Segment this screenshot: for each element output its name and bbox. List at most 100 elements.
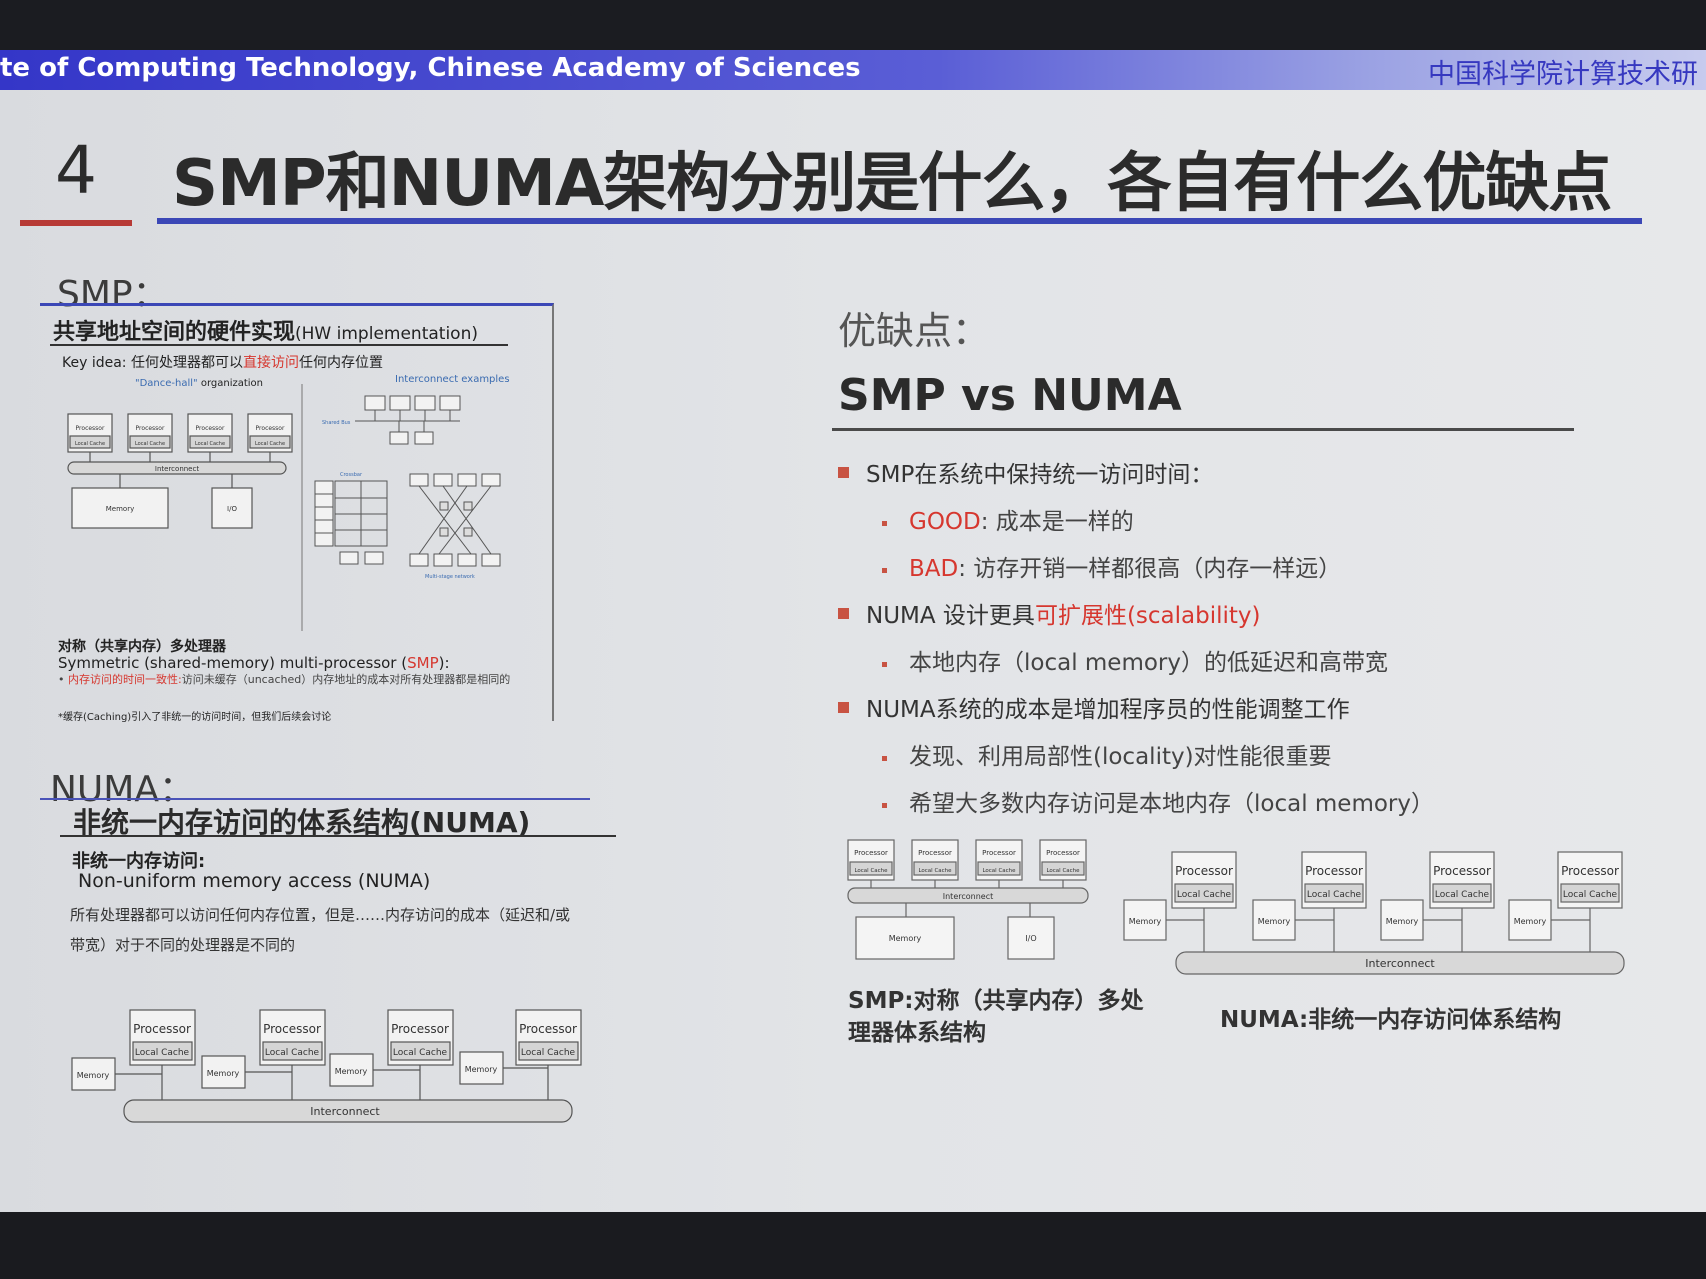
- slide-title-underline: [157, 218, 1642, 224]
- header-banner: te of Computing Technology, Chinese Acad…: [0, 50, 1706, 90]
- bullet-marker: [838, 702, 849, 713]
- right-smp-cache-label: Local Cache: [854, 868, 888, 874]
- bullet-local-memory: 本地内存（local memory）的低延迟和高带宽: [882, 643, 1388, 677]
- bullet-marker: [882, 521, 887, 526]
- multistage-label: Multi-stage network: [425, 574, 475, 580]
- right-numa-interconnect-label: Interconnect: [1365, 957, 1435, 970]
- smp-processors: [67, 413, 293, 453]
- bullet-good: GOOD: 成本是一样的: [882, 502, 1134, 536]
- bullet-marker: [882, 568, 887, 573]
- smp-figure-diagram: Processor Processor Processor Processor …: [67, 384, 501, 631]
- right-numa-cache-label: Local Cache: [1563, 890, 1618, 900]
- right-smp-proc-label: Processor: [982, 849, 1016, 857]
- smp-caption-zh: 对称（共享内存）多处理器: [58, 639, 226, 655]
- smp-cache-label: Local Cache: [135, 441, 165, 447]
- bottom-dark-frame: [0, 1212, 1706, 1279]
- slide-number-underline: [20, 220, 132, 226]
- smp-figure: 共享地址空间的硬件实现(HW implementation) Key idea:…: [40, 303, 554, 723]
- numa-proc-label: Processor: [519, 1022, 577, 1036]
- right-numa-cache-label: Local Cache: [1177, 890, 1232, 900]
- bullet-marker: [838, 467, 849, 478]
- right-smp-diagram: Processor Processor Processor Processor …: [847, 839, 1089, 960]
- bullet-marker: [882, 662, 887, 667]
- banner-institute-en: te of Computing Technology, Chinese Acad…: [0, 53, 861, 83]
- numa-cache-label: Local Cache: [393, 1048, 448, 1058]
- bullet-locality: 发现、利用局部性(locality)对性能很重要: [882, 737, 1332, 771]
- right-smp-proc-label: Processor: [918, 849, 952, 857]
- smp-key-idea: Key idea: 任何处理器都可以直接访问任何内存位置: [62, 355, 383, 371]
- smp-vs-numa-underline: [832, 428, 1574, 431]
- right-smp-interconnect-bar: [847, 887, 1089, 904]
- numa-proc-label: Processor: [263, 1022, 321, 1036]
- bullet-marker: [882, 756, 887, 761]
- smp-label: SMP：: [57, 274, 169, 315]
- smp-interconnect-bar: [67, 461, 287, 475]
- slide: te of Computing Technology, Chinese Acad…: [0, 50, 1706, 1212]
- slide-number: 4: [55, 132, 97, 209]
- slide-title: SMP和NUMA架构分别是什么，各自有什么优缺点: [172, 147, 1612, 221]
- right-smp-cache-label: Local Cache: [1046, 868, 1080, 874]
- smp-interconnect-label: Interconnect: [155, 465, 199, 473]
- numa-memory-label: Memory: [465, 1065, 498, 1074]
- right-numa-cache-label: Local Cache: [1307, 890, 1362, 900]
- right-numa-proc-label: Processor: [1561, 864, 1619, 878]
- numa-description: 所有处理器都可以访问任何内存位置，但是……内存访问的成本（延迟和/或带宽）对于不…: [70, 906, 571, 954]
- numa-memory-label: Memory: [207, 1069, 240, 1078]
- right-numa-cache-label: Local Cache: [1435, 890, 1490, 900]
- right-numa-memory-label: Memory: [1129, 917, 1162, 926]
- numa-interconnect-label: Interconnect: [310, 1105, 380, 1118]
- right-numa-interconnect-bar: [1175, 951, 1625, 975]
- interconnect-examples-label: Interconnect examples: [395, 374, 510, 385]
- smp-proc-label: Processor: [256, 425, 285, 432]
- right-smp-memory-box: [855, 916, 955, 960]
- right-smp-io-label: I/O: [1025, 934, 1036, 943]
- numa-subtitle-en: Non-uniform memory access (NUMA): [78, 870, 431, 892]
- smp-footnote: *缓存(Caching)引入了非统一的访问时间，但我们后续会讨论: [58, 712, 332, 723]
- top-dark-frame: [0, 0, 1706, 50]
- right-numa-memory-label: Memory: [1258, 917, 1291, 926]
- numa-figure-diagram: Processor Processor Processor Processor …: [71, 1009, 582, 1123]
- right-smp-interconnect-label: Interconnect: [943, 892, 994, 901]
- smp-figure-title: 共享地址空间的硬件实现(HW implementation): [53, 320, 478, 345]
- smp-cache-label: Local Cache: [195, 441, 225, 447]
- smp-memory-label: Memory: [106, 505, 134, 513]
- smp-proc-label: Processor: [76, 425, 105, 432]
- right-smp-caption: SMP:对称（共享内存）多处理器体系结构: [848, 988, 1144, 1046]
- banner-institute-zh: 中国科学院计算技术研: [1428, 59, 1698, 90]
- smp-io-box: [211, 487, 253, 529]
- numa-cache-label: Local Cache: [521, 1048, 576, 1058]
- smp-figure-title-rule: [50, 344, 508, 346]
- smp-cache-label: Local Cache: [255, 441, 285, 447]
- smp-proc-label: Processor: [136, 425, 165, 432]
- numa-memory-label: Memory: [335, 1067, 368, 1076]
- right-numa-proc-label: Processor: [1433, 864, 1491, 878]
- pros-cons-label: 优缺点：: [838, 309, 991, 353]
- smp-caption-bullet: • 内存访问的时间一致性:访问未缓存（uncached）内存地址的成本对所有处理…: [58, 673, 511, 686]
- right-numa-diagram: Processor Processor Processor Processor …: [1123, 851, 1625, 975]
- right-numa-proc-label: Processor: [1305, 864, 1363, 878]
- smp-io-label: I/O: [227, 505, 237, 513]
- numa-proc-label: Processor: [391, 1022, 449, 1036]
- numa-memory-label: Memory: [77, 1071, 110, 1080]
- numa-proc-label: Processor: [133, 1022, 191, 1036]
- right-numa-caption: NUMA:非统一内存访问体系结构: [1220, 1007, 1562, 1033]
- bullet-marker: [838, 608, 849, 619]
- bullet-hope-local: 希望大多数内存访问是本地内存（local memory）: [882, 784, 1434, 818]
- numa-subtitle-zh: 非统一内存访问:: [72, 851, 206, 872]
- numa-interconnect-bar: [123, 1099, 573, 1123]
- right-smp-cache-label: Local Cache: [918, 868, 952, 874]
- right-smp-memory-label: Memory: [889, 934, 922, 943]
- numa-figure-title: 非统一内存访问的体系结构(NUMA): [73, 806, 531, 839]
- right-smp-proc-label: Processor: [1046, 849, 1080, 857]
- right-numa-proc-label: Processor: [1175, 864, 1233, 878]
- bullet-numa-cost: NUMA系统的成本是增加程序员的性能调整工作: [838, 690, 1350, 724]
- numa-label: NUMA：: [50, 769, 195, 810]
- right-smp-proc-label: Processor: [854, 849, 888, 857]
- right-smp-cache-label: Local Cache: [982, 868, 1016, 874]
- smp-proc-label: Processor: [196, 425, 225, 432]
- bullet-bad: BAD: 访存开销一样都很高（内存一样远）: [882, 549, 1341, 583]
- numa-cache-label: Local Cache: [135, 1048, 190, 1058]
- right-numa-memory-label: Memory: [1514, 917, 1547, 926]
- smp-cache-label: Local Cache: [75, 441, 105, 447]
- bullet-smp-uniform: SMP在系统中保持统一访问时间：: [838, 455, 1213, 489]
